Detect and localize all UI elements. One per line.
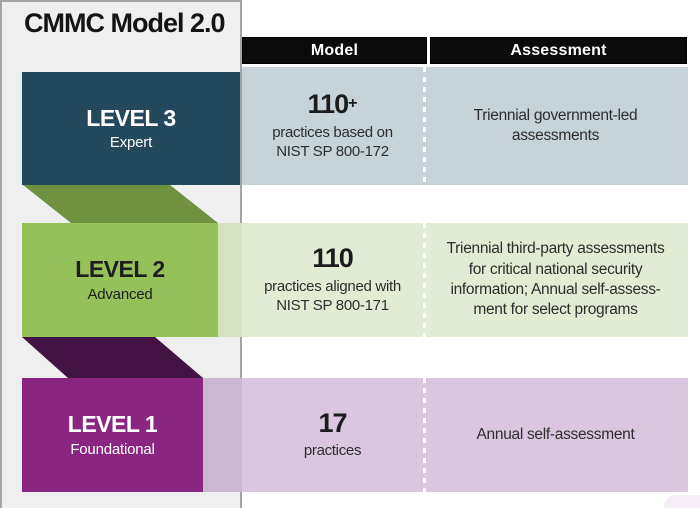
column-divider-dashed xyxy=(423,378,426,492)
practice-count-suffix: + xyxy=(348,95,358,113)
column-divider-dashed xyxy=(423,223,426,337)
assessment-text-level2: Triennial third-party assessments for cr… xyxy=(446,240,665,319)
assessment-text-level1: Annual self-assessment xyxy=(476,425,635,443)
practice-desc-level1: practices xyxy=(303,442,362,460)
level3-tier: Expert xyxy=(109,134,153,152)
column-header-assessment: Assessment xyxy=(430,37,687,64)
practice-count-number: 110 xyxy=(312,243,354,274)
cell-model-level2: 110 practices aligned with NIST SP 800-1… xyxy=(242,223,423,337)
practice-desc-level2: practices aligned with NIST SP 800-171 xyxy=(264,277,401,315)
level1-tier: Foundational xyxy=(70,440,155,458)
row-level1-left-band xyxy=(203,378,242,492)
column-header-model: Model xyxy=(242,37,427,64)
assessment-text-level3: Triennial government-led assessments xyxy=(473,106,638,144)
row-level2-left-band xyxy=(218,223,242,337)
cell-assessment-level1: Annual self-assessment xyxy=(423,378,688,492)
level2-tier: Advanced xyxy=(87,285,153,303)
practice-count-number: 17 xyxy=(318,408,347,439)
practice-desc-level3: practices based on NIST SP 800-172 xyxy=(272,123,393,161)
cell-assessment-level3: Triennial government-led assessments xyxy=(423,67,688,185)
decorative-corner xyxy=(664,495,700,508)
cell-model-level3: 110+ practices based on NIST SP 800-172 xyxy=(242,67,423,185)
practice-count-number: 110 xyxy=(307,89,350,120)
row-level1: 17 practices Annual self-assessment xyxy=(242,378,688,492)
level3-label: LEVEL 3 xyxy=(86,104,176,131)
row-level3: 110+ practices based on NIST SP 800-172 … xyxy=(242,67,688,185)
level3-block: LEVEL 3 Expert xyxy=(22,72,240,185)
level1-block: LEVEL 1 Foundational xyxy=(22,378,203,492)
practice-count-level1: 17 xyxy=(318,408,347,439)
level2-block: LEVEL 2 Advanced xyxy=(22,223,218,337)
page-title: CMMC Model 2.0 xyxy=(24,8,226,38)
level1-label: LEVEL 1 xyxy=(67,411,158,438)
column-divider-dashed xyxy=(423,67,426,185)
row-level2: 110 practices aligned with NIST SP 800-1… xyxy=(242,223,688,337)
level2-label: LEVEL 2 xyxy=(75,256,165,283)
cell-assessment-level2: Triennial third-party assessments for cr… xyxy=(423,223,688,337)
cell-model-level1: 17 practices xyxy=(242,378,423,492)
practice-count-level3: 110+ xyxy=(308,90,358,118)
practice-count-level2: 110 xyxy=(312,243,354,274)
